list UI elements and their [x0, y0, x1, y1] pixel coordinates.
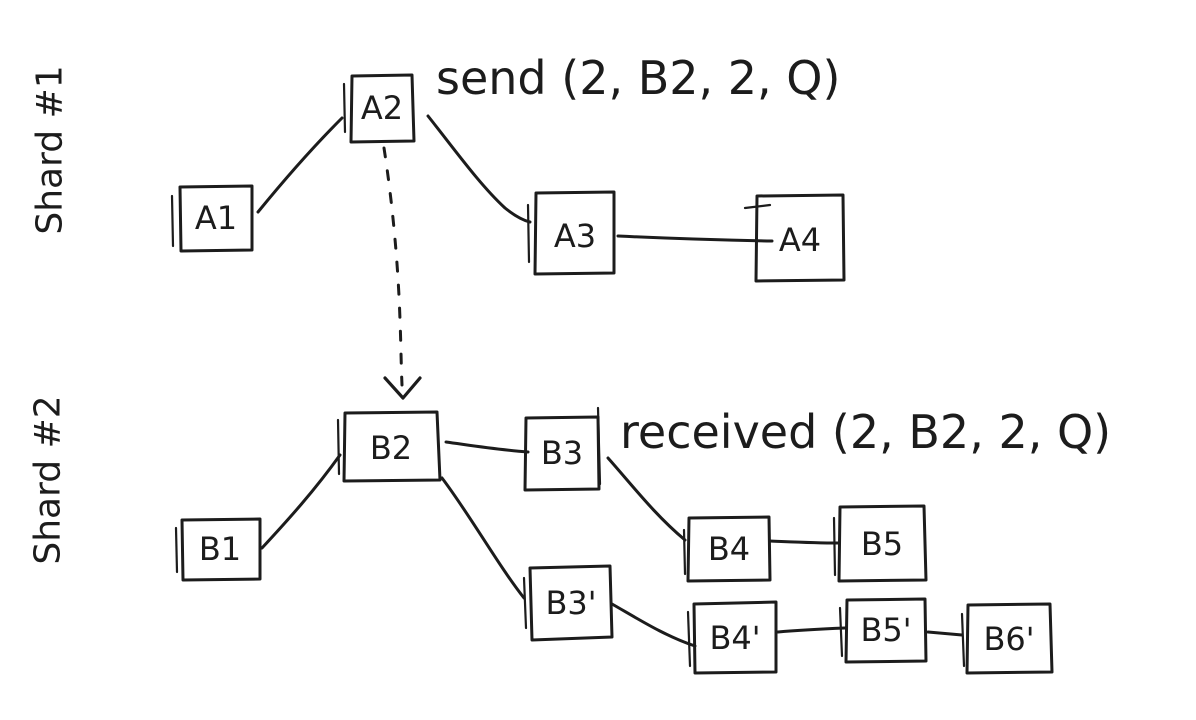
node-b5: B5: [832, 504, 928, 583]
node-b2: B2: [336, 410, 442, 483]
node-a2-label: A2: [361, 89, 403, 127]
edge-b5p-b6p: [926, 630, 964, 637]
node-b2-label: B2: [370, 429, 412, 467]
edge-b3p-b4p: [610, 602, 697, 648]
node-a1-label: A1: [195, 199, 237, 237]
shard-2-edges: [260, 440, 964, 648]
node-b4-label: B4: [708, 530, 750, 568]
edge-b3-b4: [606, 456, 687, 542]
message-arrow-line: [382, 146, 404, 387]
edge-b4p-b5p: [776, 626, 847, 634]
node-a3-label: A3: [554, 217, 596, 255]
node-b1-label: B1: [199, 530, 241, 568]
send-annotation: send (2, B2, 2, Q): [436, 51, 840, 105]
cross-shard-message: [382, 146, 422, 400]
message-arrowhead: [383, 376, 422, 400]
edge-b2-b3: [444, 440, 530, 454]
shard-1-label: Shard #1: [30, 65, 71, 234]
node-b4-prime: B4': [686, 600, 778, 675]
node-b4-prime-label: B4': [709, 619, 760, 657]
node-b1: B1: [174, 517, 262, 582]
edge-b1-b2: [260, 453, 342, 550]
node-b6-prime-label: B6': [983, 620, 1034, 658]
node-b4: B4: [682, 515, 772, 583]
node-b3-prime-label: B3': [545, 584, 596, 622]
node-b6-prime: B6': [960, 602, 1054, 675]
node-a3: A3: [526, 190, 616, 276]
node-b3: B3: [523, 406, 602, 492]
edge-b4-b5: [768, 539, 840, 545]
node-b3-label: B3: [541, 434, 583, 472]
node-a1: A1: [170, 184, 254, 253]
node-b3-prime: B3': [522, 564, 614, 642]
shard-2-label: Shard #2: [28, 395, 69, 564]
edge-a2-a3: [426, 114, 532, 224]
node-a4: A4: [743, 193, 846, 283]
node-a4-label: A4: [779, 221, 821, 259]
received-annotation: received (2, B2, 2, Q): [620, 405, 1111, 459]
node-b5-label: B5: [861, 525, 903, 563]
shard-1-edges: [256, 114, 774, 243]
edge-a3-a4: [616, 234, 774, 243]
edge-b2-b3p: [440, 476, 526, 600]
node-b5-prime: B5': [838, 597, 928, 664]
node-b5-prime-label: B5': [860, 611, 911, 649]
edge-a1-a2: [256, 116, 344, 214]
node-a2: A2: [342, 73, 416, 144]
